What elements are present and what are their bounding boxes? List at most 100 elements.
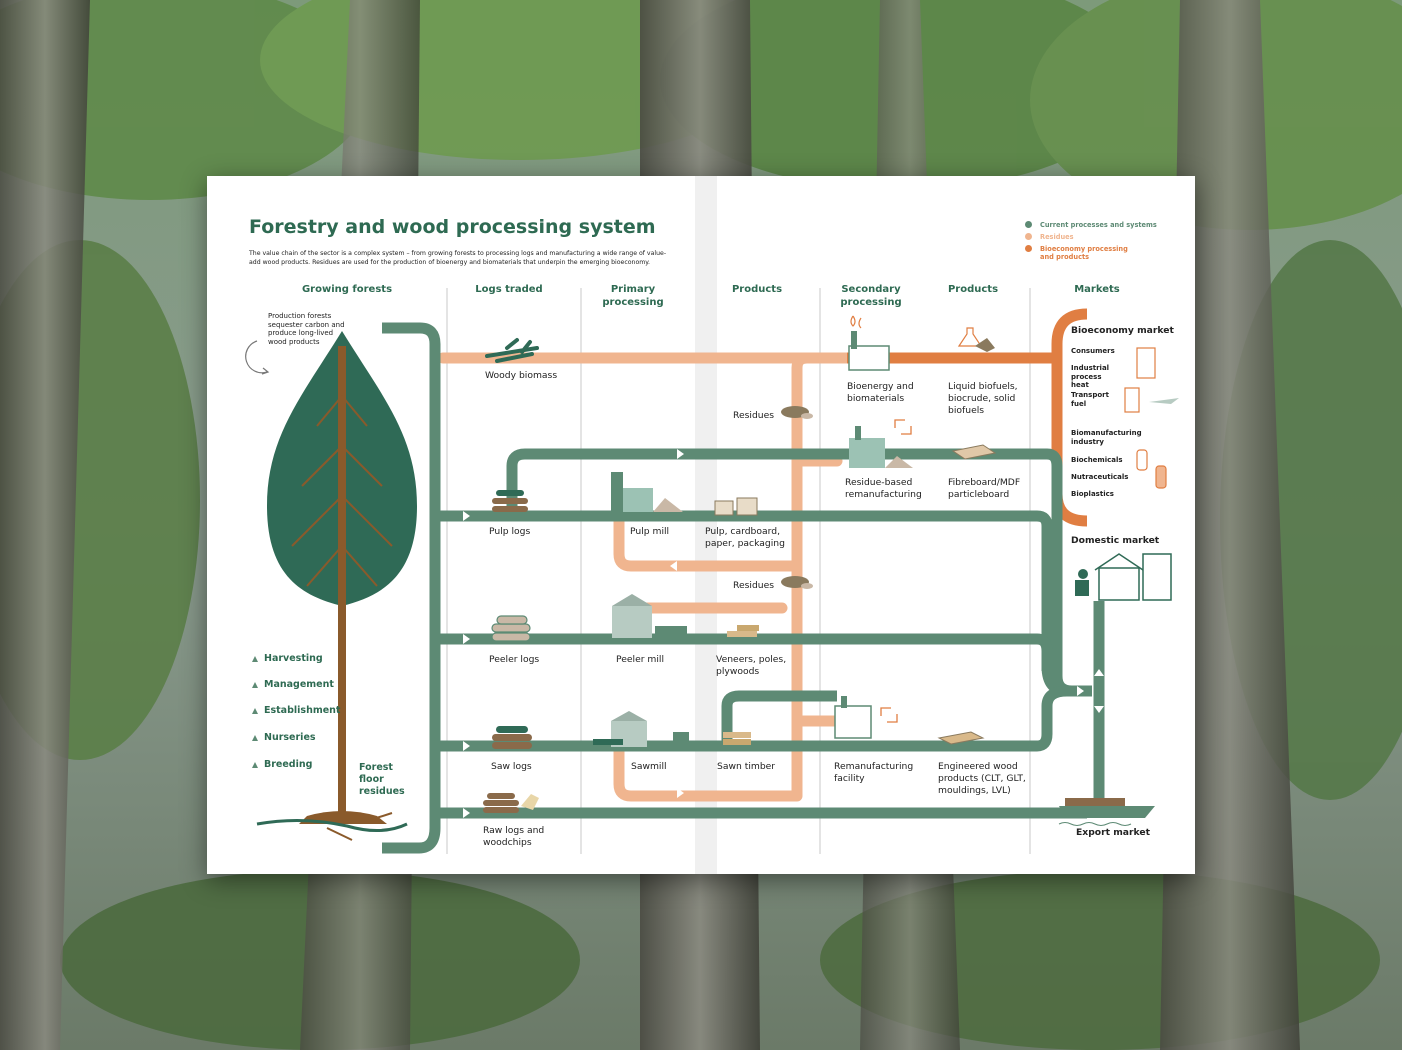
stage-establishment: Establishment [252,705,340,716]
flow-arrow [677,449,684,459]
forest-output-bracket [382,322,441,854]
woody-biomass-icon [485,338,539,363]
flow-arrow [670,561,677,571]
flow-saw-logs [435,685,1092,752]
column-header-secondary-processing: Secondary processing [840,284,902,308]
legend-item-current: Current processes and systems [1025,221,1157,229]
remanufacturing-facility-icon [834,696,872,739]
legend-item-residues: Residues [1025,233,1157,241]
stage-breeding: Breeding [252,759,312,770]
column-header-markets: Markets [1074,284,1120,295]
veneers-label: Veneers, poles, plywoods [716,654,787,677]
forest-note: Production forests sequester carbon and … [268,312,345,346]
woody-biomass-label: Woody biomass [485,370,558,381]
pulp-products-label: Pulp, cardboard, paper, packaging [705,526,785,549]
bioeconomy-market-label: Bioeconomy market [1071,325,1174,336]
residues-icon-1 [781,406,813,419]
column-header-products-2: Products [947,284,999,295]
veneers-icon [727,625,759,637]
process-flow-diagram [245,176,1179,874]
flow-arrow [463,741,470,751]
peeler-logs-label: Peeler logs [489,654,540,665]
peeler-mill-label: Peeler mill [616,654,665,665]
pulp-mill-label: Pulp mill [630,526,670,537]
biomanufacturing-label: Biomanufacturing industry [1071,429,1142,446]
column-header-primary-processing: Primary processing [602,284,664,308]
legend-label: Residues [1040,233,1074,241]
page-subtitle: The value chain of the sector is a compl… [249,250,667,266]
residue-flow-trunk [791,352,853,734]
stage-label: Harvesting [264,653,323,664]
pulp-products-icon [714,497,758,516]
pulp-mill-icon [611,472,683,512]
export-market-label: Export market [1076,827,1151,838]
triangle-icon [252,761,258,768]
cycle-arrow-head [261,367,270,375]
legend-dot-icon [1025,233,1032,240]
column-header-products: Products [731,284,783,295]
flow-arrow [463,808,470,818]
peeler-logs-icon [491,615,531,642]
flow-arrow [463,511,470,521]
tree-illustration [256,331,417,841]
forest-floor-residues-label: Forest floor residues [359,762,405,797]
pulp-logs-icon [492,490,528,512]
raw-logs-label: Raw logs and woodchips [483,825,545,848]
fibreboard-icon [951,444,997,460]
domestic-market-label: Domestic market [1071,535,1160,546]
recycle-icon [894,419,912,435]
page-title: Forestry and wood processing system [249,216,656,238]
residues-label-2: Residues [733,580,775,591]
legend-dot-icon [1025,245,1032,252]
flow-arrow [1094,706,1104,713]
flow-arrow [677,788,684,798]
bioeconomy-market-bracket [1051,308,1088,527]
domestic-market-icon [1075,553,1172,601]
column-header-logs-traded: Logs traded [475,284,543,295]
column-header-growing-forests: Growing forests [301,284,393,295]
stage-management: Management [252,679,334,690]
bioplastics-icon [1155,465,1167,489]
biochemicals-icon [1136,449,1148,471]
residue-remanufacturing-icon [849,426,913,468]
saw-logs-icon [492,726,532,749]
sawn-timber-icon [723,732,751,745]
liquid-biofuels-label: Liquid biofuels, biocrude, solid biofuel… [948,381,1018,416]
legend-label: Bioeconomy processing and products [1040,245,1128,261]
peeler-mill-icon [612,594,687,638]
legend-item-bioeconomy: Bioeconomy processing and products [1025,245,1157,261]
transport-fuel-label: Transport fuel [1071,391,1109,408]
legend: Current processes and systems Residues B… [1025,221,1157,265]
stage-nurseries: Nurseries [252,732,316,743]
stage-label: Breeding [264,759,313,770]
flow-remanufacturing-loop [721,690,837,746]
export-ship-icon [1058,798,1155,826]
engineered-wood-label: Engineered wood products (CLT, GLT, moul… [938,761,1026,796]
cycle-arrow-icon [245,340,268,374]
brochure-spread: Forestry and wood processing system The … [207,176,1195,874]
consumers-label: Consumers [1071,347,1115,355]
industrial-heat-label: Industrial process heat [1071,364,1110,389]
bioplastics-label: Bioplastics [1071,490,1114,498]
raw-logs-woodchips-icon [483,793,539,813]
stage-harvesting: Harvesting [252,653,323,664]
nutraceuticals-label: Nutraceuticals [1071,473,1129,481]
page-gutter [695,176,717,874]
triangle-icon [252,707,258,714]
flow-peeler-logs [435,633,1053,671]
flow-arrow [463,634,470,644]
residue-flow-pulpmill [613,510,803,572]
consumers-building-icon [1136,347,1156,379]
saw-logs-label: Saw logs [491,761,532,772]
bioenergy-label: Bioenergy and biomaterials [847,381,914,404]
residues-label-1: Residues [733,410,775,421]
sawmill-icon [593,711,689,747]
biochemicals-label: Biochemicals [1071,456,1123,464]
fibreboard-label: Fibreboard/MDF particleboard [948,477,1021,500]
stage-label: Establishment [264,705,341,716]
triangle-icon [252,734,258,741]
liquid-biofuels-icon [957,327,995,352]
legend-label: Current processes and systems [1040,221,1157,229]
recycle-icon [880,707,898,723]
